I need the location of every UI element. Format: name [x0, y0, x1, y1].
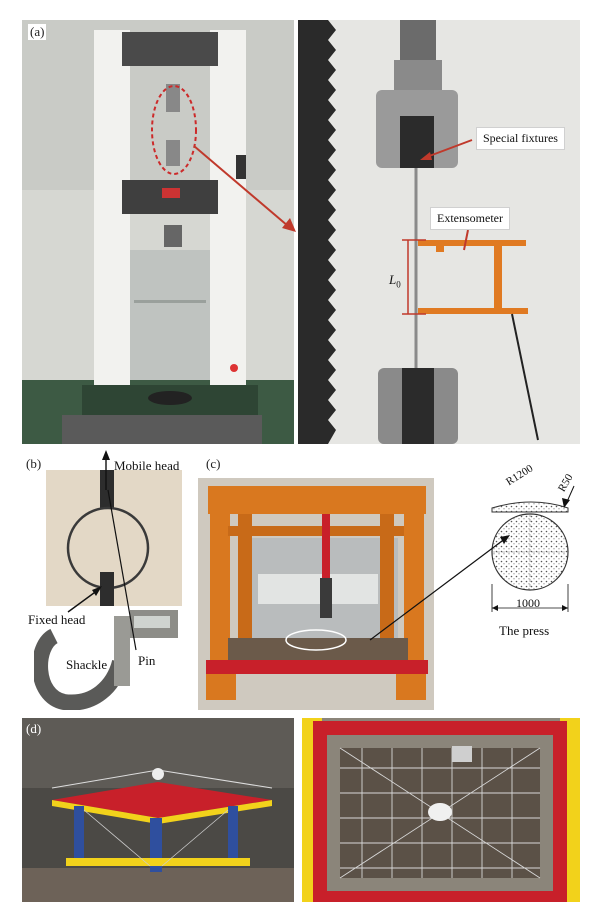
mobile-head-label: Mobile head: [114, 458, 180, 473]
ring-test-illustration: [46, 470, 182, 610]
radius-large-label: R1200: [504, 462, 536, 489]
special-fixtures-callout: Special fixtures: [476, 127, 565, 150]
panel-a-label: (a): [28, 24, 47, 40]
panel-c-press-frame-photo: [198, 478, 434, 710]
diameter-label: 1000: [516, 596, 540, 610]
gauge-length-label: L0: [389, 272, 401, 290]
pin-label: Pin: [138, 653, 156, 668]
shackle-label: Shackle: [66, 657, 108, 672]
panel-b-label: (b): [26, 456, 42, 471]
extensometer-callout: Extensometer: [430, 207, 510, 230]
panel-d-label: (d): [26, 721, 42, 736]
panel-a-testing-machine-photo: [22, 20, 294, 444]
panel-b-ring-test-photo: [46, 470, 182, 610]
panel-c-label: (c): [206, 456, 221, 471]
press-caption: The press: [499, 623, 550, 638]
net-topview-illustration: [302, 718, 580, 902]
closeup-illustration: [298, 20, 580, 444]
press-frame-illustration: [198, 478, 434, 710]
field-rig-illustration: [22, 718, 294, 902]
testing-machine-illustration: [22, 20, 294, 444]
panel-d-field-rig-photo: [22, 718, 294, 902]
panel-d-net-topview-photo: [302, 718, 580, 902]
panel-a-closeup-photo: [298, 20, 580, 444]
radius-small-label: R50: [556, 472, 576, 494]
fixed-head-label: Fixed head: [28, 612, 86, 627]
